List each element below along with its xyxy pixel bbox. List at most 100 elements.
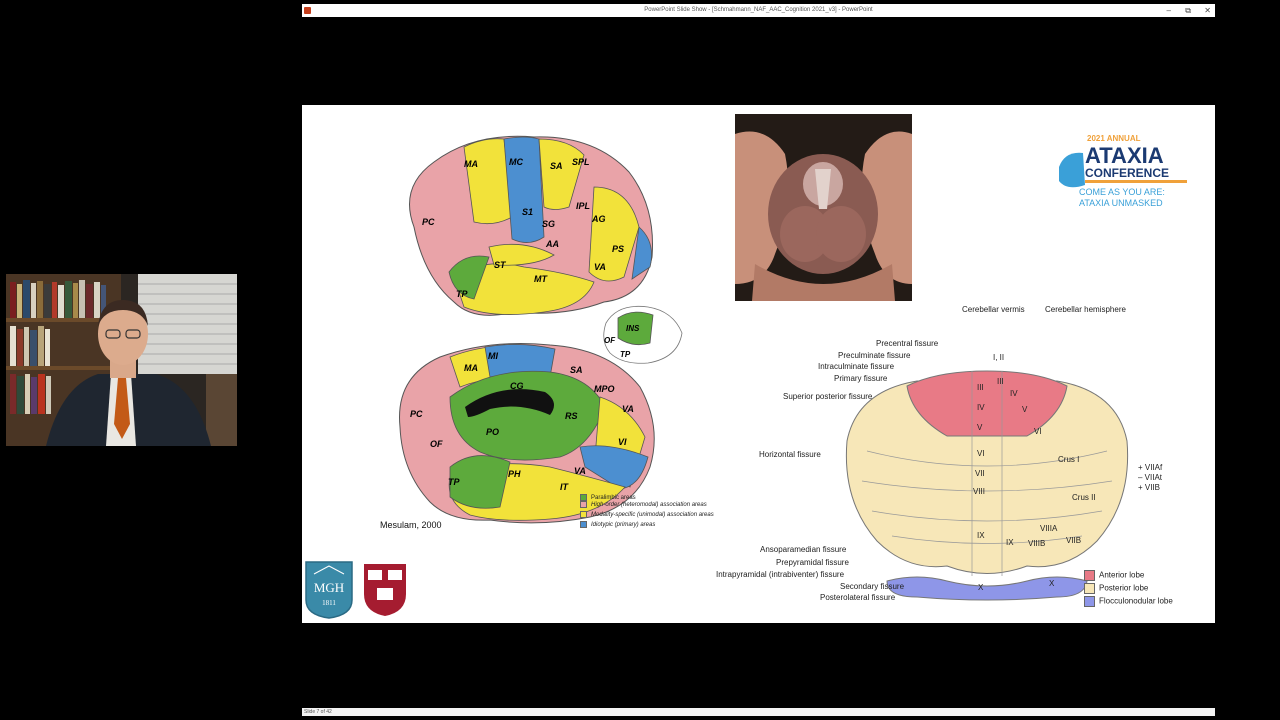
medial-label-rs: RS: [565, 411, 578, 421]
slide-indicator: Slide 7 of 42: [304, 709, 332, 715]
fissure-label: Ansoparamedian fissure: [760, 545, 847, 554]
medial-label-it: IT: [560, 482, 570, 492]
medial-label-of: OF: [430, 439, 443, 449]
harvard-shield-logo: [364, 564, 406, 616]
brain-legend-item: Idiotypic (primary) areas: [580, 521, 655, 528]
insula-inset-diagram: INS OF TP: [603, 305, 683, 364]
medial-brain-diagram: MI MA SA MPO CG PC RS VA PO OF VI PH VA …: [399, 343, 655, 524]
lobule-label: VIIB: [1066, 536, 1082, 545]
brain-label-ag: AG: [591, 214, 606, 224]
brain-label-ipl: IPL: [576, 201, 590, 211]
fissure-label: Posterolateral fissure: [820, 593, 896, 602]
lobule-label: X: [978, 583, 984, 592]
lobule-label: IX: [977, 531, 985, 540]
mgh-logo-text: MGH: [314, 580, 344, 595]
presenter-video-image: [6, 274, 237, 446]
conference-tagline-2: ATAXIA UNMASKED: [1079, 198, 1163, 208]
slideshow-statusbar: Slide 7 of 42: [302, 708, 1215, 716]
lobule-label: VIIIA: [1040, 524, 1058, 533]
brain-label-ma: MA: [464, 159, 478, 169]
brain-label-sa: SA: [550, 161, 563, 171]
lobule-label: V: [977, 423, 983, 432]
legend-swatch: [1084, 583, 1095, 594]
lobule-side-label: + VIIB: [1138, 483, 1161, 492]
close-button[interactable]: ✕: [1204, 6, 1211, 15]
cerebellum-legend-item: Flocculonodular lobe: [1084, 596, 1173, 607]
insula-label-of: OF: [604, 336, 616, 345]
lateral-brain-diagram: MA MC SA SPL PC S1 SG IPL AG AA PS ST MT…: [409, 135, 653, 316]
brain-label-ps: PS: [612, 244, 624, 254]
lobule-label: III: [977, 383, 984, 392]
medial-label-va-upper: VA: [622, 404, 634, 414]
brain-label-st: ST: [494, 260, 507, 270]
window-titlebar: PowerPoint Slide Show - [Schmahmann_NAF_…: [302, 4, 1215, 17]
lobule-side-label: + VIIAf: [1138, 463, 1163, 472]
lobule-label: VII: [975, 469, 985, 478]
lobule-label: VI: [977, 449, 985, 458]
legend-swatch: [1084, 596, 1095, 607]
conference-year-text: 2021 ANNUAL: [1087, 134, 1141, 143]
brain-label-pc: PC: [422, 217, 435, 227]
presenter-webcam-feed: [6, 274, 237, 446]
lobule-label: V: [1022, 405, 1028, 414]
fissure-label: Horizontal fissure: [759, 450, 821, 459]
medial-label-vi: VI: [618, 437, 627, 447]
medial-label-mi: MI: [488, 351, 498, 361]
presentation-slide: MA MC SA SPL PC S1 SG IPL AG AA PS ST MT…: [302, 105, 1215, 623]
cerebellum-diagram: [845, 370, 1129, 601]
conference-name-conference: CONFERENCE: [1085, 166, 1169, 180]
medial-label-ma: MA: [464, 363, 478, 373]
lobule-label: I, II: [993, 353, 1005, 362]
minimize-button[interactable]: –: [1166, 6, 1171, 15]
fissure-label: Intraculminate fissure: [818, 362, 895, 371]
lobule-label: X: [1049, 579, 1055, 588]
conference-name-ataxia: ATAXIA: [1085, 143, 1164, 168]
brain-label-aa: AA: [545, 239, 559, 249]
fissure-label: Precentral fissure: [876, 339, 939, 348]
brain-label-mt: MT: [534, 274, 548, 284]
brain-label-tp: TP: [456, 289, 468, 299]
lobule-side-label: – VIIAt: [1138, 473, 1163, 482]
brain-label-s1: S1: [522, 207, 533, 217]
cerebellum-legend-item: Posterior lobe: [1084, 583, 1148, 594]
brain-legend-item: Paralimbic areas: [580, 494, 636, 501]
legend-swatch: [1084, 570, 1095, 581]
brain-label-va: VA: [594, 262, 606, 272]
brain-legend-item: Modality-specific (unimodal) association…: [580, 511, 714, 518]
fissure-label: Preculminate fissure: [838, 351, 911, 360]
window-title: PowerPoint Slide Show - [Schmahmann_NAF_…: [644, 7, 873, 13]
fissure-label: Primary fissure: [834, 374, 888, 383]
lobule-label: IX: [1006, 538, 1014, 547]
legend-swatch: [580, 494, 587, 501]
lobule-label: VIIIB: [1028, 539, 1046, 548]
ataxia-conference-logo-graphic: 2021 ANNUAL ATAXIA CONFERENCE COME AS YO…: [1059, 134, 1187, 208]
medial-label-va-lower: VA: [574, 466, 586, 476]
cerebellar-hemisphere-header: Cerebellar hemisphere: [1045, 305, 1126, 314]
medial-label-ph: PH: [508, 469, 521, 479]
brain-legend-item: High-order (heteromodal) association are…: [580, 501, 707, 508]
medial-label-cg: CG: [510, 381, 524, 391]
powerpoint-slideshow-window: PowerPoint Slide Show - [Schmahmann_NAF_…: [302, 4, 1215, 716]
lobule-label: VI: [1034, 427, 1042, 436]
mgh-logo-year: 1811: [322, 599, 336, 607]
medial-label-sa: SA: [570, 365, 583, 375]
cerebellum-legend-item: Anterior lobe: [1084, 570, 1144, 581]
restore-button[interactable]: ⧉: [1185, 6, 1191, 15]
fissure-label: Intrapyramidal (intrabiventer) fissure: [716, 570, 845, 579]
lobule-label: VIII: [973, 487, 986, 496]
fissure-label: Superior posterior fissure: [783, 392, 873, 401]
medial-label-pc: PC: [410, 409, 423, 419]
conference-tagline-1: COME AS YOU ARE:: [1079, 187, 1165, 197]
legend-swatch: [580, 501, 587, 508]
ataxia-conference-logo: 2021 ANNUAL ATAXIA CONFERENCE COME AS YO…: [1055, 123, 1195, 213]
lobule-label: III: [997, 377, 1004, 386]
brain-label-mc: MC: [509, 157, 523, 167]
medial-label-mpo: MPO: [594, 384, 615, 394]
lobule-label: IV: [1010, 389, 1018, 398]
lobule-label: IV: [977, 403, 985, 412]
legend-swatch: [580, 521, 587, 528]
insula-label-ins: INS: [626, 324, 640, 333]
brain-label-sg: SG: [542, 219, 555, 229]
brain-in-hands-image: [735, 114, 912, 301]
medial-label-po: PO: [486, 427, 499, 437]
